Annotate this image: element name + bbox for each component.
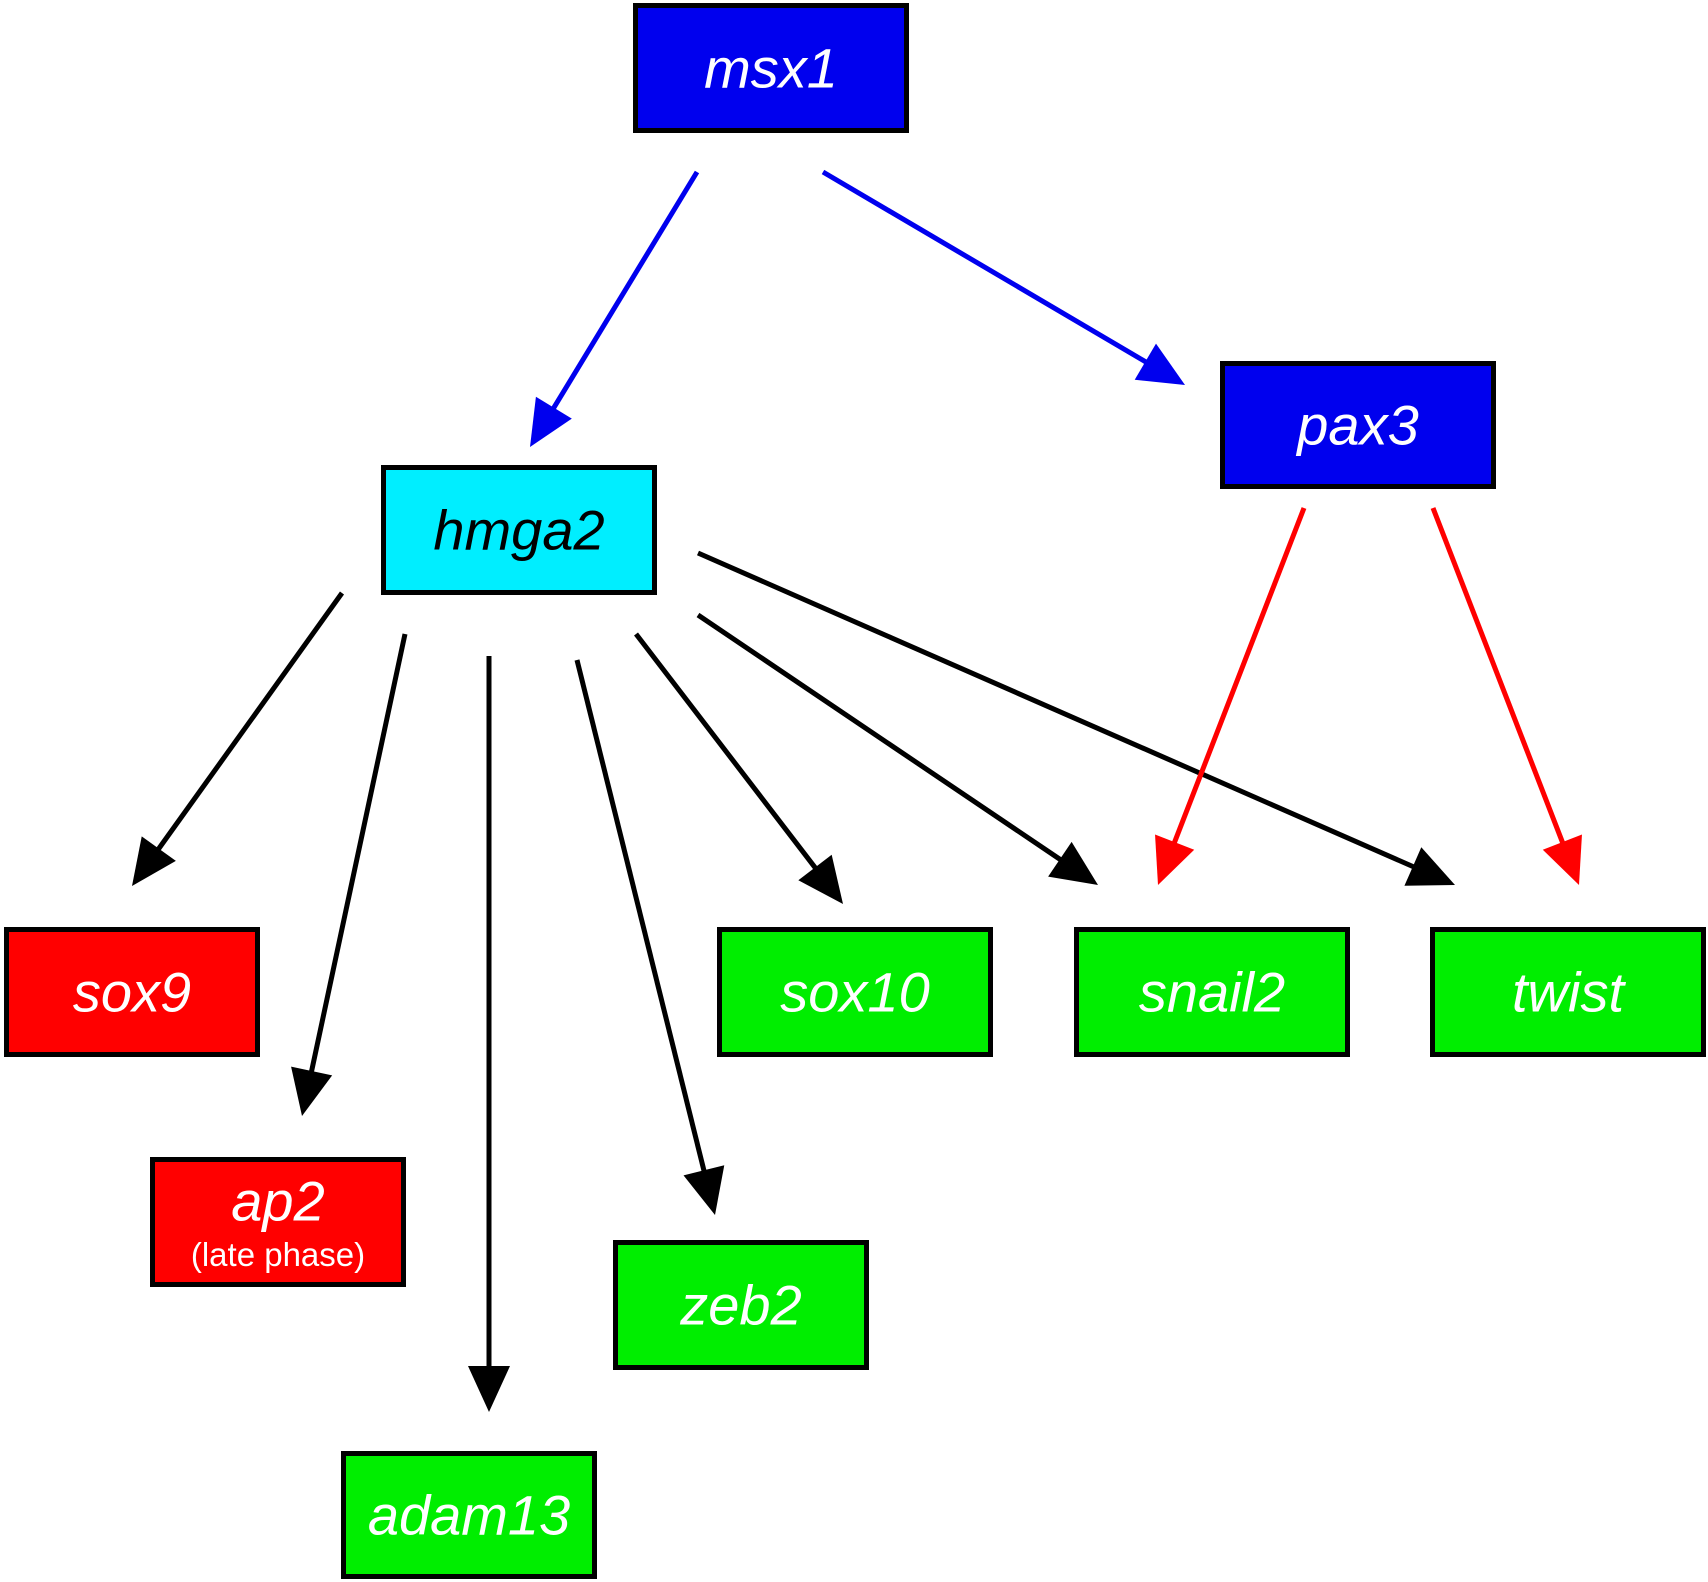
edge-line <box>634 632 820 873</box>
arrowhead-icon <box>1542 834 1582 885</box>
arrowhead-icon <box>132 836 176 886</box>
node-label: sox10 <box>780 961 929 1024</box>
node-zeb2: zeb2 <box>613 1240 869 1370</box>
arrowhead-icon <box>683 1165 725 1215</box>
arrowhead-icon <box>1048 841 1098 885</box>
edge-line <box>549 170 700 413</box>
node-sox9: sox9 <box>4 927 260 1057</box>
node-hmga2: hmga2 <box>381 465 657 595</box>
node-box <box>381 465 657 595</box>
node-box <box>1220 361 1496 489</box>
node-label: adam13 <box>368 1484 570 1547</box>
node-box <box>4 927 260 1057</box>
edge-hmga2-to-snail2 <box>696 612 1098 885</box>
edge-hmga2-to-ap2 <box>291 633 408 1116</box>
arrowhead-icon <box>1155 834 1195 885</box>
node-msx1: msx1 <box>633 3 909 133</box>
node-box <box>1430 927 1706 1057</box>
node-box <box>150 1157 406 1287</box>
edge-line <box>696 550 1418 871</box>
edge-hmga2-to-adam13 <box>468 656 510 1412</box>
node-label: pax3 <box>1295 394 1418 457</box>
node-label: snail2 <box>1139 961 1285 1024</box>
node-box <box>633 3 909 133</box>
edge-hmga2-to-sox10 <box>634 632 843 904</box>
node-label: zeb2 <box>679 1274 801 1337</box>
arrowhead-icon <box>1134 343 1185 385</box>
arrowhead-icon <box>468 1366 510 1412</box>
arrowhead-icon <box>798 854 843 904</box>
edge-line <box>574 659 708 1175</box>
edge-msx1-to-pax3 <box>821 169 1185 385</box>
node-box <box>341 1451 597 1579</box>
edge-line <box>821 169 1151 366</box>
arrowhead-icon <box>1404 847 1455 886</box>
edge-hmga2-to-zeb2 <box>574 659 725 1215</box>
edge-msx1-to-hmga2 <box>530 170 700 447</box>
node-label: msx1 <box>704 37 838 100</box>
edge-line <box>154 591 345 854</box>
edge-hmga2-to-twist <box>696 550 1455 886</box>
edge-line <box>1430 507 1567 847</box>
node-box <box>613 1240 869 1370</box>
node-sublabel: (late phase) <box>191 1236 365 1273</box>
node-box <box>1074 927 1350 1057</box>
edge-line <box>696 612 1065 864</box>
arrowhead-icon <box>530 396 572 447</box>
node-box <box>717 927 993 1057</box>
node-pax3: pax3 <box>1220 361 1496 489</box>
node-label: hmga2 <box>433 499 604 562</box>
edge-hmga2-to-sox9 <box>132 591 345 886</box>
nodes-layer: msx1 pax3 hmga2 sox9 ap2(late phase) adam13 ze… <box>4 3 1706 1579</box>
node-snail2: snail2 <box>1074 927 1350 1057</box>
node-label: ap2 <box>231 1170 324 1233</box>
node-ap2: ap2(late phase) <box>150 1157 406 1287</box>
node-twist: twist <box>1430 927 1706 1057</box>
node-sox10: sox10 <box>717 927 993 1057</box>
edge-line <box>1170 507 1307 847</box>
arrowhead-icon <box>291 1066 333 1116</box>
node-adam13: adam13 <box>341 1451 597 1579</box>
node-label: twist <box>1512 961 1626 1024</box>
node-label: sox9 <box>73 961 191 1024</box>
edge-line <box>308 633 408 1076</box>
edges-layer <box>132 169 1582 1412</box>
edge-pax3-to-snail2 <box>1155 507 1307 885</box>
edge-pax3-to-twist <box>1430 507 1582 885</box>
